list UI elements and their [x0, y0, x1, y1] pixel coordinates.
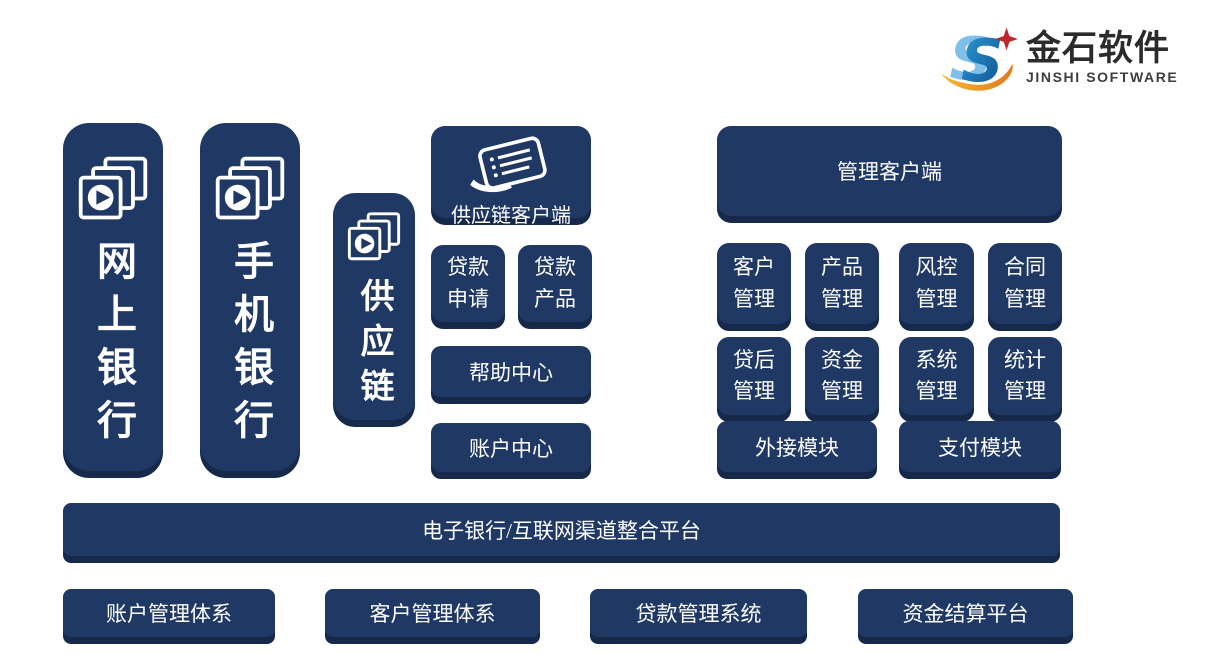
brand-logo: S S 金石软件 JINSHI SOFTWARE	[936, 18, 1186, 98]
foundation-label: 客户管理体系	[369, 602, 496, 626]
module-box-customer-mgmt: 客户管理	[717, 243, 791, 324]
foundation-box-account-system: 账户管理体系	[63, 589, 275, 637]
loan-product-label: 贷款产品	[533, 255, 576, 311]
channel-pill-label: 供应链	[355, 278, 393, 413]
payment-module-label: 支付模块	[938, 435, 1022, 460]
logo-title: 金石软件	[1026, 28, 1171, 68]
help-center-label: 帮助中心	[469, 360, 553, 385]
document-list-icon	[461, 132, 561, 201]
foundation-box-customer-system: 客户管理体系	[325, 589, 540, 637]
foundation-label: 账户管理体系	[106, 602, 232, 626]
supply-chain-client-title: 供应链客户端	[451, 205, 571, 227]
module-box-contract-mgmt: 合同管理	[988, 243, 1062, 324]
svg-text:S: S	[961, 26, 1003, 95]
channel-pill-label: 网上银行	[91, 240, 135, 452]
module-box-system-mgmt: 系统管理	[899, 337, 974, 415]
module-label: 产品管理	[820, 255, 863, 311]
channel-pill-supply-chain: 供应链	[333, 193, 415, 420]
supply-chain-client-box: 供应链客户端	[431, 126, 591, 227]
loan-apply-label: 贷款申请	[446, 255, 489, 311]
foundation-box-settlement-platform: 资金结算平台	[858, 589, 1073, 637]
loan-apply-box: 贷款申请	[431, 245, 505, 322]
external-module-box: 外接模块	[717, 421, 877, 472]
module-box-product-mgmt: 产品管理	[805, 243, 879, 324]
help-center-box: 帮助中心	[431, 346, 591, 397]
module-box-postloan-mgmt: 贷后管理	[717, 337, 791, 415]
module-box-statistics-mgmt: 统计管理	[988, 337, 1062, 415]
account-center-box: 账户中心	[431, 423, 591, 472]
foundation-label: 资金结算平台	[902, 602, 1029, 626]
module-label: 客户管理	[732, 255, 775, 311]
management-client-title: 管理客户端	[837, 160, 942, 184]
module-label: 贷后管理	[732, 347, 775, 404]
account-center-label: 账户中心	[469, 436, 553, 461]
module-label: 统计管理	[1003, 347, 1046, 404]
media-stack-icon	[212, 153, 288, 230]
jinshi-s-logo-icon: S S	[941, 24, 1018, 95]
foundation-box-loan-system: 贷款管理系统	[590, 589, 807, 637]
integration-platform-bar: 电子银行/互联网渠道整合平台	[63, 503, 1060, 556]
external-module-label: 外接模块	[755, 435, 839, 460]
module-box-fund-mgmt: 资金管理	[805, 337, 879, 415]
module-label: 资金管理	[820, 347, 863, 404]
channel-pill-mobile-banking: 手机银行	[200, 123, 300, 471]
channel-pill-online-banking: 网上银行	[63, 123, 163, 471]
integration-platform-label: 电子银行/互联网渠道整合平台	[422, 518, 701, 543]
module-label: 系统管理	[915, 347, 958, 404]
media-stack-icon	[75, 153, 151, 230]
svg-text:S: S	[950, 24, 992, 93]
payment-module-box: 支付模块	[899, 421, 1061, 472]
loan-product-box: 贷款产品	[518, 245, 592, 322]
module-label: 合同管理	[1003, 255, 1046, 311]
media-stack-icon	[345, 209, 403, 270]
foundation-label: 贷款管理系统	[635, 602, 762, 626]
management-client-box: 管理客户端	[717, 126, 1062, 216]
module-label: 风控管理	[915, 255, 958, 311]
logo-subtitle: JINSHI SOFTWARE	[1026, 69, 1179, 86]
module-box-risk-mgmt: 风控管理	[899, 243, 974, 324]
channel-pill-label: 手机银行	[228, 240, 272, 452]
